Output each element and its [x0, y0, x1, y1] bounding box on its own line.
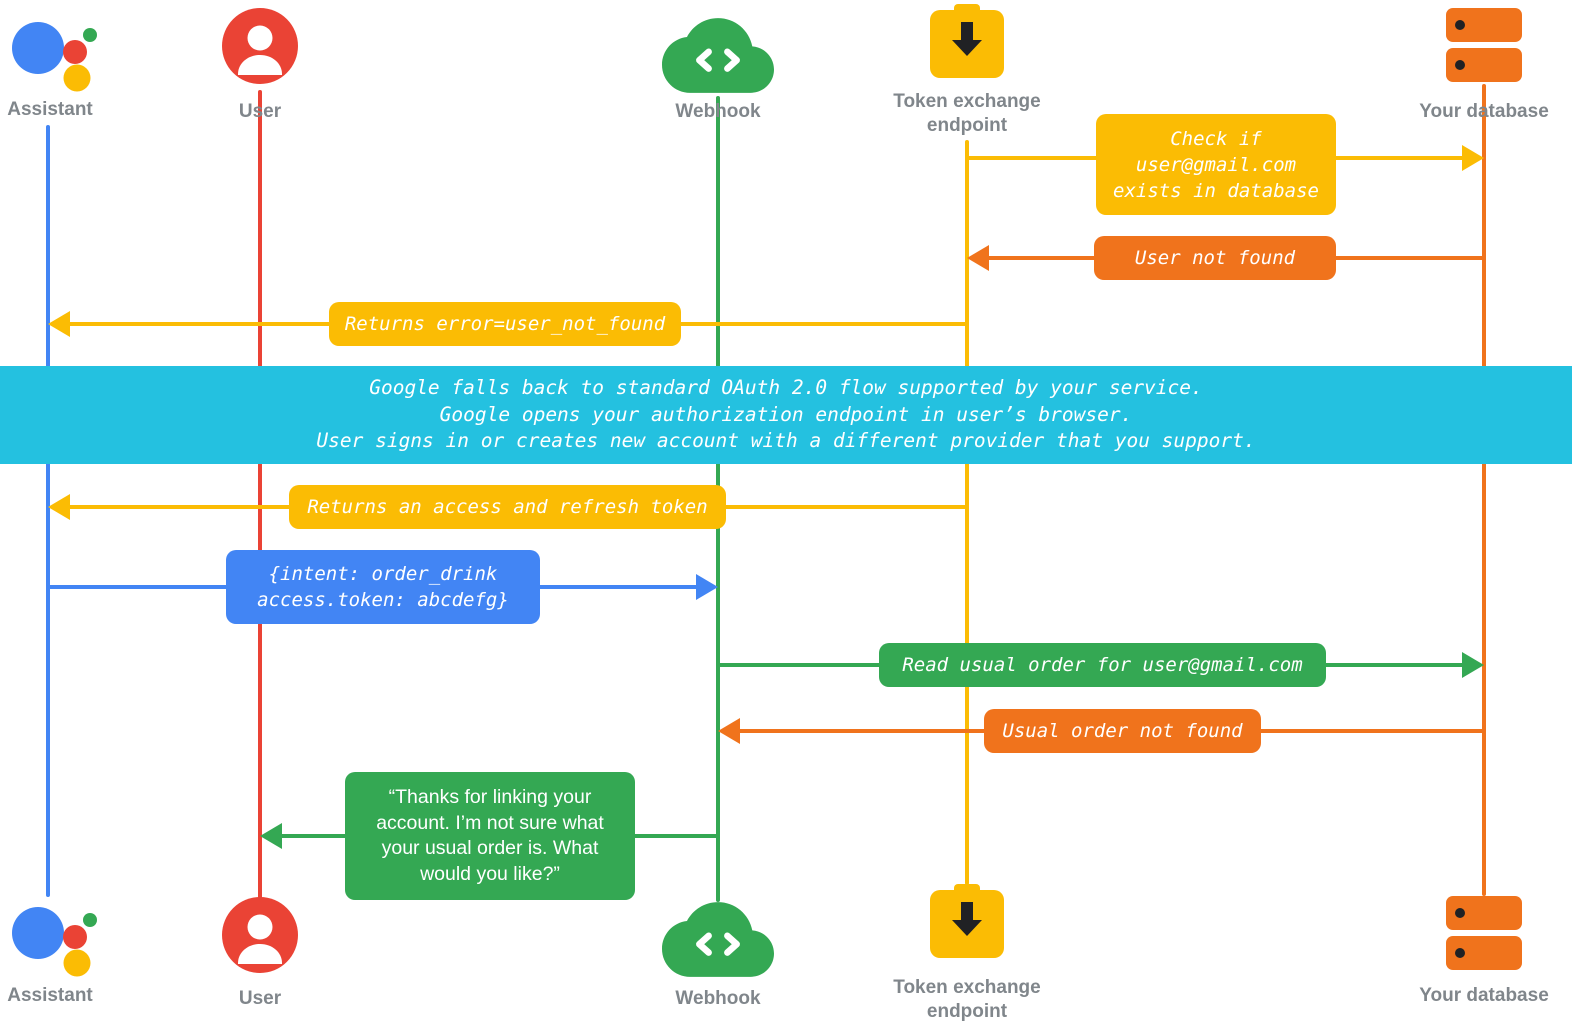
- arrowhead-returns-tokens: [48, 494, 70, 520]
- token-exchange-icon: [930, 884, 1004, 958]
- lifeline-token-exchange: [965, 140, 969, 885]
- arrowhead-intent: [696, 574, 718, 600]
- actor-label-user-bottom: User: [238, 988, 282, 1009]
- arrowhead-returns-error: [48, 311, 70, 337]
- assistant-icon: [12, 907, 97, 977]
- message-read-usual-order: Read usual order for user@gmail.com: [879, 643, 1326, 687]
- message-thanks-response: “Thanks for linking your account. I’m no…: [345, 772, 635, 900]
- actor-label-token-exchange-bottom: Token exchange endpoint: [893, 977, 1041, 1022]
- arrowhead-usual-order-not-found: [718, 718, 740, 744]
- actor-label-webhook-top: Webhook: [675, 101, 761, 122]
- user-icon: [222, 8, 298, 84]
- actor-label-user-top: User: [238, 101, 282, 122]
- actor-label-assistant-top: Assistant: [7, 99, 93, 120]
- arrowhead-thanks-response: [260, 823, 282, 849]
- actor-label-token-exchange-top: Token exchange endpoint: [893, 91, 1041, 136]
- database-icon: [1446, 896, 1522, 970]
- assistant-icon: [12, 22, 97, 92]
- arrowhead-read-usual-order: [1462, 652, 1484, 678]
- actor-label-assistant-bottom: Assistant: [7, 985, 93, 1006]
- webhook-icon: [662, 902, 774, 977]
- arrowhead-user-not-found: [967, 245, 989, 271]
- message-usual-order-not-found: Usual order not found: [984, 709, 1261, 753]
- arrowhead-check-user-exists: [1462, 145, 1484, 171]
- database-icon: [1446, 8, 1522, 82]
- message-check-user-exists: Check if user@gmail.com exists in databa…: [1096, 114, 1336, 215]
- message-user-not-found: User not found: [1094, 236, 1336, 280]
- message-intent: {intent: order_drink access.token: abcde…: [226, 550, 540, 624]
- oauth-fallback-banner: Google falls back to standard OAuth 2.0 …: [0, 366, 1572, 464]
- actor-label-webhook-bottom: Webhook: [675, 988, 761, 1009]
- token-exchange-icon: [930, 4, 1004, 78]
- actor-label-database-top: Your database: [1419, 101, 1549, 122]
- message-returns-error: Returns error=user_not_found: [329, 302, 681, 346]
- webhook-icon: [662, 18, 774, 93]
- message-returns-tokens: Returns an access and refresh token: [289, 485, 726, 529]
- lifeline-database: [1482, 84, 1486, 896]
- actor-label-database-bottom: Your database: [1419, 985, 1549, 1006]
- user-icon: [222, 897, 298, 973]
- lifeline-user: [258, 90, 262, 900]
